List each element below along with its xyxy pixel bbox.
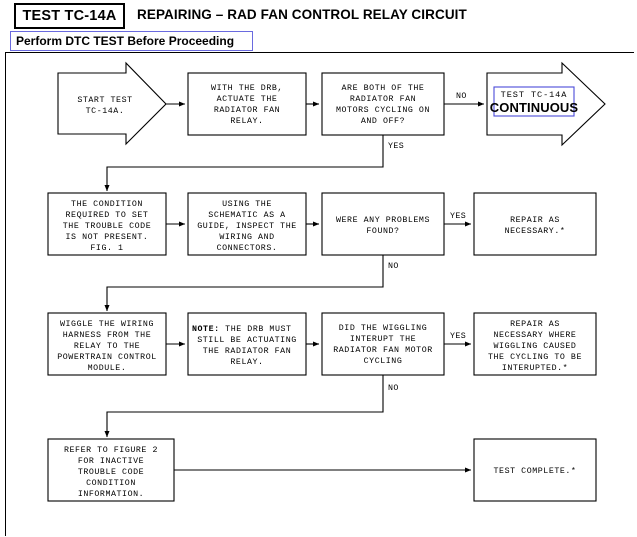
node-problems-question-box: [321, 192, 445, 256]
node-condition: THE CONDITION REQUIRED TO SET THE TROUBL…: [47, 192, 167, 256]
node-condition-line-2: REQUIRED TO SET: [66, 211, 149, 220]
node-condition-line-5: FIG. 1: [90, 244, 123, 253]
node-inspect: USING THE SCHEMATIC AS A GUIDE, INSPECT …: [187, 192, 307, 256]
node-repair-1: REPAIR AS NECESSARY.*: [473, 192, 597, 256]
node-continuous-line-2: CONTINUOUS: [490, 100, 579, 115]
node-inspect-line-5: CONNECTORS.: [217, 244, 278, 253]
node-interupt-question: DID THE WIGGLING INTERUPT THE RADIATOR F…: [321, 312, 445, 376]
test-id-box: TEST TC-14A: [14, 3, 125, 29]
node-figure2-line-1: REFER TO FIGURE 2: [64, 446, 158, 455]
node-cycling-question-line-2: RADIATOR FAN: [350, 95, 416, 104]
continuous-chip: [493, 86, 575, 117]
node-note-box: [187, 312, 307, 376]
node-repair-2-line-5: INTERUPTED.*: [502, 363, 568, 373]
page-title: REPAIRING – RAD FAN CONTROL RELAY CIRCUI…: [137, 7, 467, 22]
node-wiggle-line-4: POWERTRAIN CONTROL: [57, 353, 157, 362]
node-actuate-box: [187, 72, 307, 136]
node-inspect-box: [187, 192, 307, 256]
dtc-precondition-label: Perform DTC TEST Before Proceeding: [16, 34, 235, 48]
node-wiggle: WIGGLE THE WIRING HARNESS FROM THE RELAY…: [47, 312, 167, 376]
note-line-1-rest: THE DRB MUST: [220, 325, 292, 334]
node-repair-2-line-3: WIGGLING CAUSED: [494, 342, 577, 351]
node-repair-1-line-1: REPAIR AS: [510, 216, 560, 225]
node-cycling-question-box: [321, 72, 445, 136]
node-repair-2-line-1: REPAIR AS: [510, 320, 560, 329]
node-interupt-question-line-3: RADIATOR FAN MOTOR: [333, 346, 433, 355]
node-figure2-box: [47, 438, 175, 502]
node-wiggle-line-1: WIGGLE THE WIRING: [60, 320, 154, 329]
node-wiggle-line-2: HARNESS FROM THE: [63, 331, 151, 340]
node-start: START TEST TC-14A.: [57, 61, 167, 146]
node-condition-line-1: THE CONDITION: [71, 200, 143, 209]
node-problems-question-line-1: WERE ANY PROBLEMS: [336, 216, 430, 225]
node-cycling-question-line-3: MOTORS CYCLING ON: [336, 106, 430, 115]
node-cycling-question: ARE BOTH OF THE RADIATOR FAN MOTORS CYCL…: [321, 72, 445, 136]
header-divider: [5, 52, 634, 53]
node-cycling-question-line-1: ARE BOTH OF THE: [342, 84, 425, 93]
node-figure2-line-5: INFORMATION.: [78, 490, 144, 499]
edge-label-yes-2: YES: [450, 212, 466, 221]
node-inspect-line-4: WIRING AND: [219, 233, 274, 242]
node-complete-line-1: TEST COMPLETE.*: [494, 466, 577, 476]
node-figure2-line-3: TROUBLE CODE: [78, 468, 144, 477]
node-note-line-3: THE RADIATOR FAN: [203, 347, 291, 356]
dtc-precondition-box: Perform DTC TEST Before Proceeding: [10, 31, 253, 51]
page-left-border: [5, 52, 6, 536]
node-note-line-4: RELAY.: [230, 358, 263, 367]
node-inspect-line-3: GUIDE, INSPECT THE: [197, 222, 297, 231]
node-interupt-question-box: [321, 312, 445, 376]
node-actuate-line-3: RADIATOR FAN: [214, 106, 280, 115]
node-wiggle-box: [47, 312, 167, 376]
edge-problems-no-to-wiggle: [104, 255, 384, 312]
node-repair-2-line-2: NECESSARY WHERE: [494, 331, 577, 340]
node-interupt-question-line-4: CYCLING: [364, 357, 403, 366]
note-bold-prefix: NOTE:: [192, 325, 220, 334]
node-start-line-1: START TEST: [77, 96, 132, 105]
node-note-line-1: NOTE: THE DRB MUST: [192, 325, 292, 334]
node-condition-line-4: IS NOT PRESENT.: [66, 233, 149, 242]
edge-label-no-1: NO: [456, 92, 467, 101]
node-repair-2-box: [473, 312, 597, 376]
node-start-line-2: TC-14A.: [86, 107, 125, 116]
node-inspect-line-2: SCHEMATIC AS A: [208, 211, 285, 220]
node-note-line-2: STILL BE ACTUATING: [197, 336, 297, 345]
node-continuous-line-1: TEST TC-14A: [501, 90, 568, 100]
node-complete-box: [473, 438, 597, 502]
edge-label-no-2: NO: [388, 262, 399, 271]
node-repair-1-line-2: NECESSARY.*: [505, 226, 566, 236]
node-figure2-line-4: CONDITION: [86, 479, 136, 488]
node-note: NOTE: THE DRB MUST STILL BE ACTUATING TH…: [187, 312, 307, 376]
node-problems-question: WERE ANY PROBLEMS FOUND?: [321, 192, 445, 256]
node-actuate-line-1: WITH THE DRB,: [211, 84, 283, 93]
node-inspect-line-1: USING THE: [222, 200, 272, 209]
edge-cycling-yes-to-condition: [104, 135, 384, 192]
node-interupt-question-line-1: DID THE WIGGLING: [339, 324, 427, 333]
node-figure2-line-2: FOR INACTIVE: [78, 457, 144, 466]
node-repair-2: REPAIR AS NECESSARY WHERE WIGGLING CAUSE…: [473, 312, 597, 376]
node-repair-1-box: [473, 192, 597, 256]
node-cycling-question-line-4: AND OFF?: [361, 117, 405, 126]
page-header: TEST TC-14A REPAIRING – RAD FAN CONTROL …: [0, 0, 637, 30]
node-repair-2-line-4: THE CYCLING TO BE: [488, 353, 582, 362]
edge-label-no-3: NO: [388, 384, 399, 393]
edge-label-yes-3: YES: [450, 332, 466, 341]
node-problems-question-line-2: FOUND?: [366, 227, 399, 236]
node-wiggle-line-3: RELAY TO THE: [74, 342, 140, 351]
node-figure2: REFER TO FIGURE 2 FOR INACTIVE TROUBLE C…: [47, 438, 175, 502]
node-interupt-question-line-2: INTERUPT THE: [350, 335, 416, 344]
node-continuous: TEST TC-14A CONTINUOUS: [486, 61, 606, 147]
test-id-label: TEST TC-14A: [22, 8, 117, 24]
edge-interupt-no-to-figure2: [104, 375, 384, 438]
node-actuate: WITH THE DRB, ACTUATE THE RADIATOR FAN R…: [187, 72, 307, 136]
node-actuate-line-2: ACTUATE THE: [217, 95, 278, 104]
node-complete: TEST COMPLETE.*: [473, 438, 597, 502]
edge-label-yes-1: YES: [388, 142, 404, 151]
node-actuate-line-4: RELAY.: [230, 117, 263, 126]
node-wiggle-line-5: MODULE.: [88, 364, 127, 373]
node-condition-line-3: THE TROUBLE CODE: [63, 222, 151, 231]
start-arrow-shape: [57, 61, 167, 146]
